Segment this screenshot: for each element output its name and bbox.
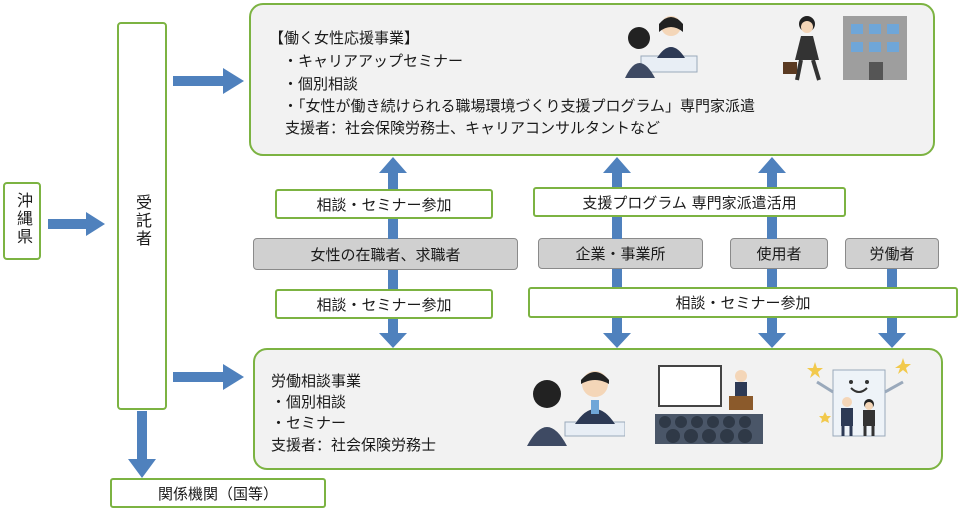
link-employer-down [767, 269, 777, 289]
link-company-down [612, 269, 622, 289]
bottom-panel-supporters: 支援者：社会保険労務士 [271, 436, 437, 454]
contractor-label: 受託者 [133, 194, 152, 248]
worker-box: 労働者 [845, 238, 939, 269]
arrow-okinawa-to-contractor [48, 212, 105, 236]
related-org-box: 関係機関（国等） [110, 478, 326, 508]
company-box: 企業・事業所 [538, 238, 703, 269]
employer-box: 使用者 [730, 238, 828, 269]
seminar-illustration-icon [655, 365, 763, 444]
top-panel-title: 【働く女性応援事業】 [269, 29, 420, 47]
women-box: 女性の在職者、求職者 [253, 238, 518, 270]
consult-left-label: 相談・セミナー参加 [275, 289, 493, 319]
program-label: 支援プログラム 専門家派遣活用 [533, 187, 846, 217]
arrow-up-women [388, 219, 398, 239]
link-women-down [388, 270, 398, 290]
bottom-panel-title: 労働相談事業 [271, 372, 362, 390]
arrow-down-employer [758, 318, 786, 348]
bottom-panel: 労働相談事業 ・個別相談 ・セミナー 支援者：社会保険労務士 [253, 348, 943, 470]
consult-top-label: 相談・セミナー参加 [275, 189, 493, 219]
counseling-illustration-icon [527, 371, 625, 446]
arrow-down-company [603, 318, 631, 348]
top-panel: 【働く女性応援事業】 ・キャリアアップセミナー ・個別相談 ・「女性が働き続けら… [249, 3, 935, 156]
okinawa-label: 沖縄県 [14, 192, 33, 246]
consultation-illustration-icon [625, 16, 698, 78]
top-panel-item: ・個別相談 [283, 75, 359, 93]
link-worker-down [887, 269, 897, 289]
arrow-up-company [603, 157, 631, 189]
bottom-panel-item: ・セミナー [271, 414, 347, 432]
arrow-up-left [379, 157, 407, 189]
contractor-box: 受託者 [117, 22, 167, 410]
working-woman-building-icon [783, 16, 907, 81]
consult-right-label: 相談・セミナー参加 [528, 287, 958, 318]
okinawa-box: 沖縄県 [3, 182, 41, 260]
arrow-up-employer-mid [767, 217, 777, 239]
top-panel-item: ・「女性が働き続けられる職場環境づくり支援プログラム」専門家派遣 [283, 97, 756, 115]
top-panel-supporters: 支援者：社会保険労務士、キャリアコンサルタントなど [285, 119, 661, 137]
arrow-to-related-org [128, 411, 156, 478]
arrow-up-employer [758, 157, 786, 189]
bottom-panel-item: ・個別相談 [271, 393, 347, 411]
arrow-down-worker [878, 318, 906, 348]
arrow-to-bottom-panel [173, 364, 244, 390]
happy-workplace-icon [807, 358, 911, 437]
arrow-down-left [379, 319, 407, 348]
top-panel-item: ・キャリアアップセミナー [283, 52, 464, 70]
arrow-to-top-panel [173, 68, 244, 94]
arrow-up-company-mid [612, 217, 622, 239]
